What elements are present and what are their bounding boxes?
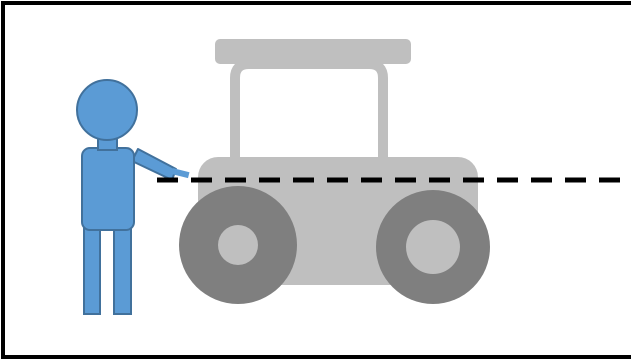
person-head bbox=[77, 80, 137, 140]
right-wheel-hub bbox=[406, 220, 460, 274]
left-wheel-hub bbox=[218, 225, 258, 265]
person-left-leg bbox=[84, 226, 100, 314]
person-torso bbox=[82, 148, 134, 230]
person-right-leg bbox=[114, 226, 131, 314]
